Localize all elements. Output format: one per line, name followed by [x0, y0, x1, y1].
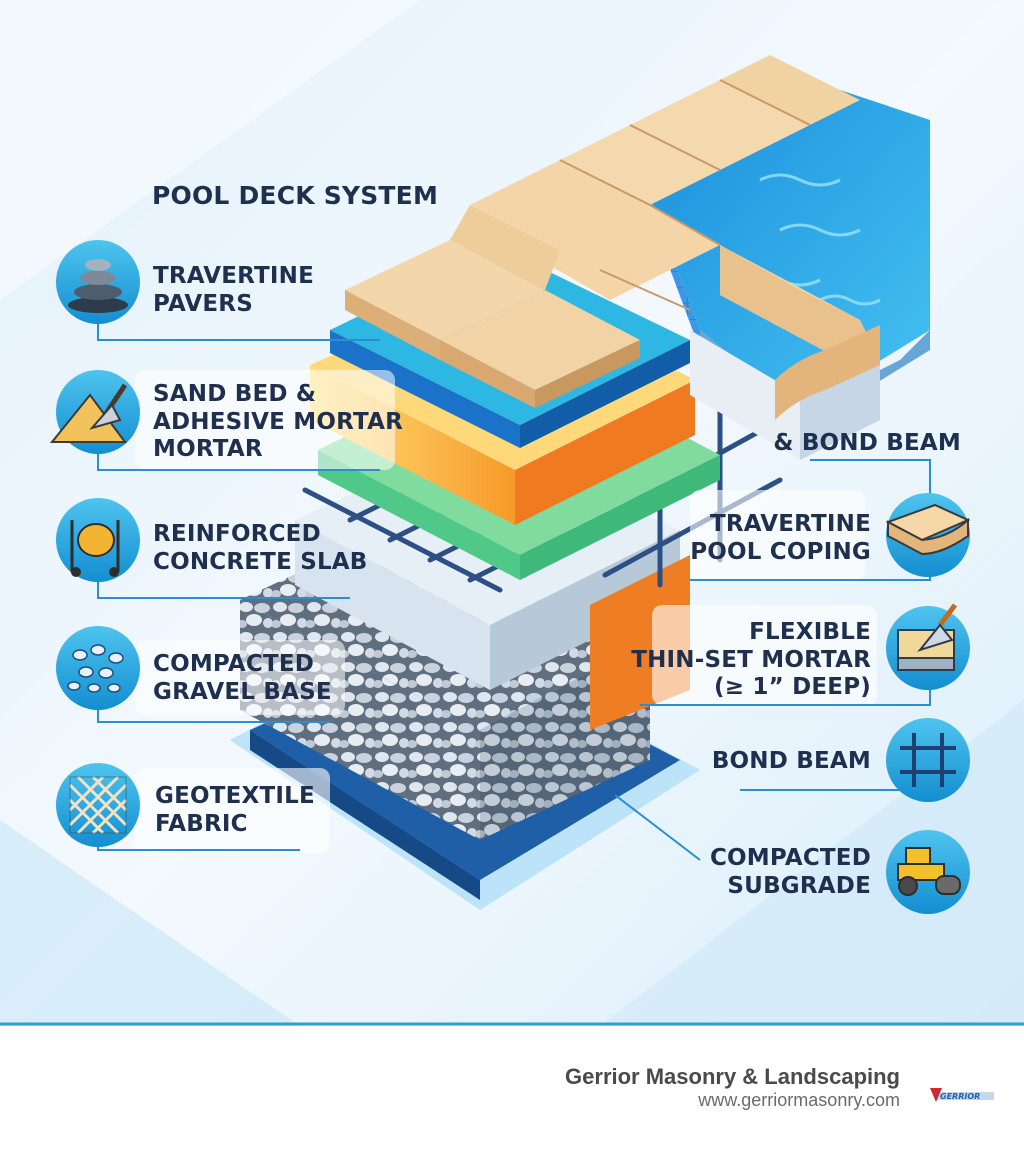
company-name: Gerrior Masonry & Landscaping	[565, 1064, 900, 1089]
page-title: POOL DECK SYSTEM	[152, 181, 439, 210]
trowel-mortar-icon	[886, 603, 970, 690]
website-link[interactable]: www.gerriormasonry.com	[698, 1090, 900, 1111]
label-line: FLEXIBLE	[749, 619, 871, 645]
label-bond-beam: BOND BEAM	[712, 748, 871, 776]
label-line: BOND BEAM	[711, 748, 871, 774]
label-line: THIN-SET MORTAR	[631, 646, 871, 673]
label-line: GEOTEXTILE	[155, 783, 315, 809]
label-travertine-pavers: TRAVERTINE PAVERS	[153, 263, 314, 318]
label-line: COMPACTED	[153, 651, 315, 677]
label-line: PAVERS	[153, 290, 253, 317]
company-logo: GERRIOR	[930, 1088, 994, 1102]
label-line: CONCRETE SLAB	[153, 548, 368, 575]
label-pool-coping: TRAVERTINE POOL COPING	[690, 511, 871, 566]
label-line: MORTAR	[153, 436, 263, 463]
label-line: SAND BED &	[153, 381, 317, 407]
label-geotextile-fabric: GEOTEXTILE FABRIC	[155, 783, 315, 838]
label-line: TRAVERTINE	[153, 263, 315, 289]
fabric-mesh-icon	[56, 763, 140, 847]
gravel-icon	[56, 626, 140, 710]
stones-icon	[56, 240, 140, 324]
label-sand-bed: SAND BED & ADHESIVE MORTAR MORTAR	[153, 381, 403, 464]
label-concrete-slab: REINFORCED CONCRETE SLAB	[153, 521, 368, 576]
label-thin-set-mortar: FLEXIBLE THIN-SET MORTAR (≥ 1” DEEP)	[631, 619, 871, 702]
label-compacted-subgrade: COMPACTED SUBGRADE	[710, 845, 871, 900]
label-bond-beam-top: & BOND BEAM	[773, 430, 961, 458]
concrete-mixer-icon	[56, 498, 140, 582]
footer: Gerrior Masonry & Landscaping www.gerrio…	[0, 1026, 1024, 1154]
logo-text: GERRIOR	[940, 1092, 980, 1101]
label-line: COMPACTED	[709, 845, 871, 871]
label-line: & BOND BEAM	[773, 430, 961, 456]
label-line: (≥ 1” DEEP)	[713, 674, 871, 701]
label-line: REINFORCED	[153, 521, 321, 547]
label-line: POOL COPING	[690, 538, 871, 565]
brand-block: Gerrior Masonry & Landscaping www.gerrio…	[565, 1064, 900, 1112]
rebar-grid-icon	[886, 718, 970, 802]
pool-deck-illustration	[0, 0, 1024, 1026]
label-line: FABRIC	[155, 810, 248, 837]
road-roller-icon	[886, 830, 970, 914]
label-line: TRAVERTINE	[709, 511, 871, 537]
coping-stone-icon	[885, 493, 971, 577]
label-line: ADHESIVE MORTAR	[153, 408, 404, 435]
label-line: GRAVEL BASE	[153, 678, 332, 705]
label-line: SUBGRADE	[727, 872, 871, 899]
trowel-sand-icon	[49, 370, 140, 454]
label-gravel-base: COMPACTED GRAVEL BASE	[153, 651, 332, 706]
